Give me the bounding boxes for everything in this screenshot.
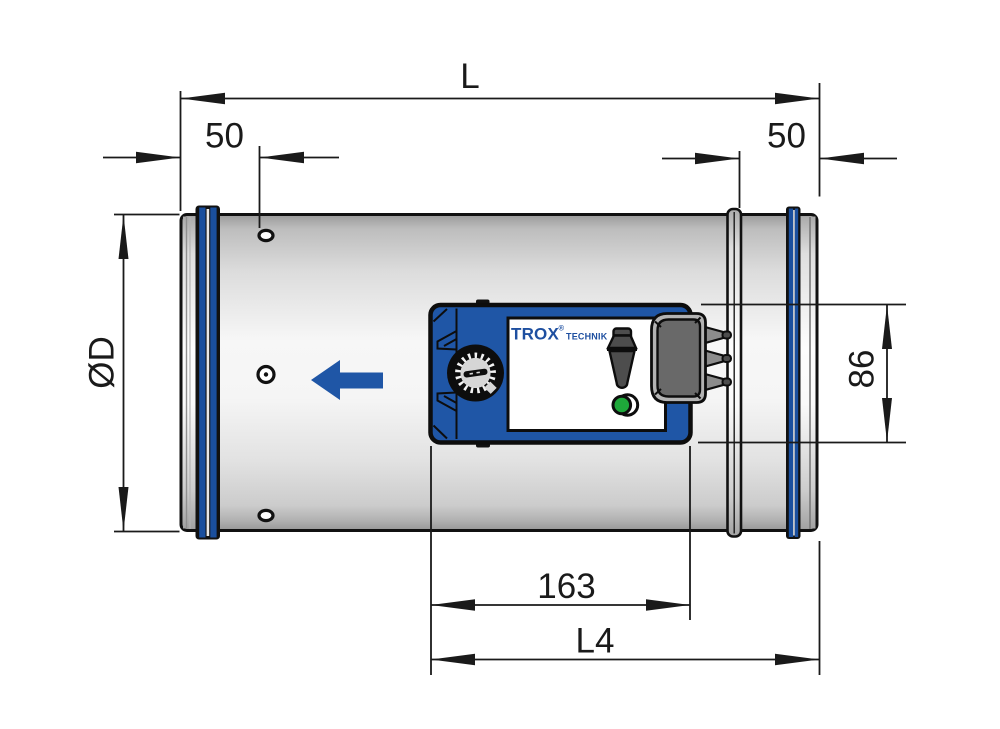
connector-corner-mark-bl xyxy=(654,388,662,396)
connector-corner-marks xyxy=(654,316,702,400)
dimension-annotations: L 50 50 ØD 86 xyxy=(83,57,906,675)
dial-slot-speck-1 xyxy=(469,372,474,375)
bracket-lower-notch-inner xyxy=(443,395,457,404)
lever-bulge xyxy=(606,334,638,350)
connector-corner-mark-tl xyxy=(654,320,662,328)
right-lip-seal xyxy=(786,206,801,539)
connector-face xyxy=(656,318,702,398)
dim-arrow-50-right-b xyxy=(820,152,864,165)
brand-name-text: TROX xyxy=(511,325,559,344)
brand-logo: TROX ® TECHNIK xyxy=(511,324,608,344)
bracket-upper-notch-inner xyxy=(443,338,457,347)
dimension-diameter: ØD xyxy=(83,215,129,531)
dim-arrow-163-right xyxy=(646,599,690,611)
bracket-lower-notch xyxy=(436,391,457,412)
hole-middle-center-dot xyxy=(263,372,269,377)
pin-tip-3 xyxy=(721,377,732,387)
left-seal-stripe-2 xyxy=(210,207,217,538)
registered-mark: ® xyxy=(559,324,565,333)
right-seal-gap xyxy=(793,210,795,536)
dim-arrow-diameter-top xyxy=(118,215,129,259)
left-spigot xyxy=(183,216,196,529)
override-lever xyxy=(606,327,638,389)
dim-arrow-L-right xyxy=(775,92,819,105)
dim-arrow-L-left xyxy=(181,92,225,105)
lever-stem xyxy=(608,349,636,389)
right-spigot-face xyxy=(800,216,816,529)
dimension-right-offset: 50 xyxy=(662,116,897,165)
dial-slot-bar xyxy=(463,368,488,378)
right-spigot xyxy=(800,216,816,529)
dimension-left-offset: 50 xyxy=(103,116,339,164)
dial-slot-speck-2 xyxy=(476,371,480,374)
dim-arrow-50-left-a xyxy=(136,151,180,164)
brand-suffix-text: TECHNIK xyxy=(566,332,608,342)
dimension-controller-height: 86 xyxy=(843,305,892,442)
dim-label-50-right: 50 xyxy=(767,116,806,155)
dial-screw-slot xyxy=(463,368,488,378)
dim-arrow-L4-left xyxy=(431,653,475,666)
left-seal-gap xyxy=(206,209,210,536)
dim-label-86: 86 xyxy=(843,350,882,389)
connector-plug xyxy=(650,312,732,404)
bead-rib xyxy=(726,207,743,538)
pin-tip-2 xyxy=(721,354,732,363)
dimension-controller-length: 163 xyxy=(431,567,690,611)
label-panel xyxy=(506,316,667,432)
dim-arrow-86-top xyxy=(882,305,892,349)
dial-tick-marks xyxy=(454,352,497,394)
status-led xyxy=(611,393,640,417)
vav-controller: TROX ® TECHNIK xyxy=(428,299,732,448)
connector-pins xyxy=(703,325,732,392)
dim-label-diameter: ØD xyxy=(83,336,122,389)
adjustment-dial xyxy=(447,344,504,402)
dim-label-50-left: 50 xyxy=(205,116,244,155)
right-seal-stripe-2 xyxy=(794,208,799,537)
left-seal-stripe-1 xyxy=(199,207,206,538)
mounting-holes xyxy=(256,228,276,523)
dim-label-L4: L4 xyxy=(576,622,615,661)
dim-label-163: 163 xyxy=(537,567,595,606)
hole-bottom xyxy=(257,508,275,523)
dim-arrow-50-right-a xyxy=(695,152,739,165)
bracket-top-corner-line xyxy=(432,308,448,323)
right-seal-stripe-1 xyxy=(788,208,794,537)
hole-top xyxy=(257,228,275,243)
dimension-overall-length: L xyxy=(181,57,819,105)
dim-label-L: L xyxy=(460,57,479,96)
connector-corner-mark-tr xyxy=(694,316,702,324)
extension-lines xyxy=(114,83,906,675)
dial-pointer-notch xyxy=(484,381,497,394)
bracket-bottom-corner-line xyxy=(432,424,448,440)
dim-arrow-163-left xyxy=(431,599,475,611)
left-lip-seal xyxy=(195,205,220,540)
dim-arrow-L4-right xyxy=(775,653,819,666)
pin-tip-1 xyxy=(721,330,732,340)
bracket-upper-notch xyxy=(436,330,457,351)
dim-arrow-86-bottom xyxy=(882,398,892,442)
airflow-arrow-icon xyxy=(311,360,383,400)
dimension-casing-length: L4 xyxy=(431,622,819,666)
connector-corner-mark-br xyxy=(694,392,702,400)
dim-arrow-50-left-b xyxy=(260,151,304,164)
dim-arrow-diameter-bottom xyxy=(118,487,129,531)
led-lamp xyxy=(611,394,633,416)
